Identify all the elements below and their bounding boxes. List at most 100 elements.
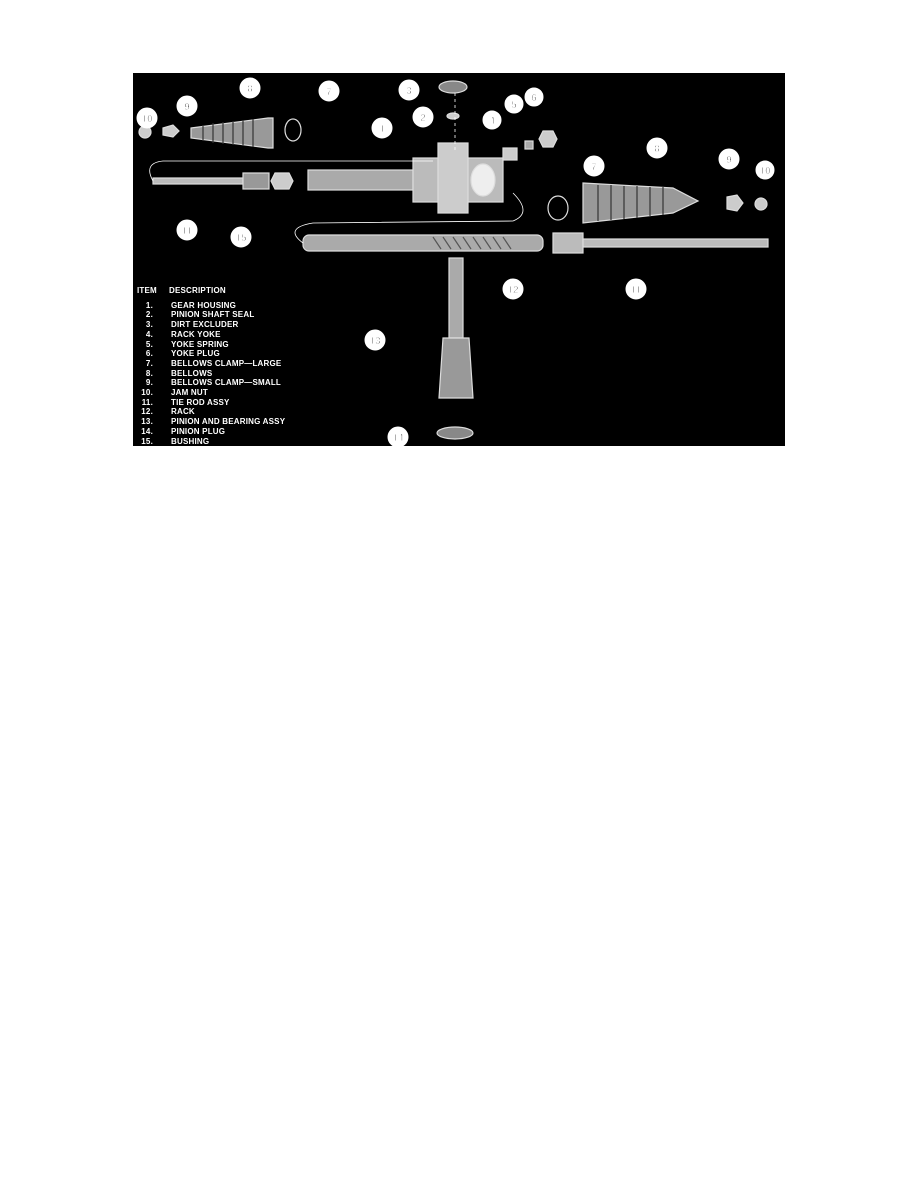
parts-legend: ITEM DESCRIPTION 1. GEAR HOUSING 2. PINION … (137, 286, 285, 446)
callout-13: 13 (364, 329, 386, 351)
callout-5: 5 (504, 94, 524, 114)
legend-header-description: DESCRIPTION (169, 286, 226, 295)
tie-rod-left (152, 177, 244, 185)
legend-item-number: 11. (141, 397, 153, 407)
legend-row: 10. JAM NUT (137, 388, 285, 398)
legend-row: 9. BELLOWS CLAMP—SMALL (137, 378, 285, 388)
tie-rod-right (582, 238, 769, 248)
svg-text:1: 1 (379, 124, 385, 135)
svg-text:11: 11 (182, 226, 193, 237)
callout-4: 4 (482, 110, 502, 130)
legend-row: 8. BELLOWS (137, 369, 285, 379)
legend-row: 3. DIRT EXCLUDER (137, 320, 285, 330)
svg-text:8: 8 (247, 84, 253, 95)
svg-text:12: 12 (507, 285, 519, 296)
callouts: 10 9 8 7 3 2 1 4 5 6 11 15 12 7 8 9 10 1… (136, 77, 775, 446)
legend-row: 13. PINION AND BEARING ASSY (137, 417, 285, 427)
callout-11-left: 11 (176, 219, 198, 241)
legend-item-description: DIRT EXCLUDER (171, 320, 239, 330)
svg-text:7: 7 (591, 162, 597, 173)
legend-row: 15. BUSHING (137, 437, 285, 446)
legend-row: 14. PINION PLUG (137, 427, 285, 437)
legend-row: 1. GEAR HOUSING (137, 301, 285, 311)
legend-row: 7. BELLOWS CLAMP—LARGE (137, 359, 285, 369)
legend-item-description: RACK YOKE (171, 329, 221, 339)
legend-item-description: BUSHING (171, 436, 210, 446)
callout-10: 10 (136, 107, 158, 129)
svg-text:10: 10 (759, 166, 771, 177)
legend-item-number: 6. (145, 349, 153, 359)
svg-text:2: 2 (420, 113, 426, 124)
gear-housing-tube (307, 169, 414, 191)
legend-item-description: YOKE SPRING (171, 339, 229, 349)
callout-11-right: 11 (625, 278, 647, 300)
svg-text:11: 11 (631, 285, 642, 296)
pinion-gear (438, 337, 474, 399)
legend-item-description: GEAR HOUSING (171, 300, 237, 310)
svg-text:6: 6 (531, 93, 537, 104)
legend-item-number: 1. (145, 300, 153, 310)
legend-row: 6. YOKE PLUG (137, 349, 285, 359)
callout-7: 7 (318, 80, 340, 102)
legend-item-number: 9. (145, 378, 153, 388)
pinion-plug (436, 426, 474, 440)
legend-header: ITEM DESCRIPTION (137, 286, 285, 296)
legend-row: 2. PINION SHAFT SEAL (137, 310, 285, 320)
legend-item-description: BELLOWS CLAMP—SMALL (171, 378, 282, 388)
svg-text:14: 14 (392, 433, 404, 444)
callout-6: 6 (524, 87, 544, 107)
svg-text:13: 13 (369, 336, 381, 347)
tie-rod-inner-left (242, 172, 270, 190)
legend-item-number: 8. (145, 368, 153, 378)
callout-8-right: 8 (646, 137, 668, 159)
legend-row: 4. RACK YOKE (137, 330, 285, 340)
pinion-shaft (448, 257, 464, 339)
legend-item-description: PINION AND BEARING ASSY (171, 417, 286, 427)
legend-header-item: ITEM (137, 286, 157, 295)
callout-12: 12 (502, 278, 524, 300)
legend-item-description: PINION PLUG (171, 426, 226, 436)
legend-item-number: 2. (145, 310, 153, 320)
callout-1: 1 (371, 117, 393, 139)
bellows-right (582, 182, 700, 224)
svg-text:3: 3 (406, 86, 412, 97)
svg-text:7: 7 (326, 87, 332, 98)
legend-row: 11. TIE ROD ASSY (137, 398, 285, 408)
legend-item-description: BELLOWS (171, 368, 213, 378)
diagram-drawing: 10 9 8 7 3 2 1 4 5 6 11 15 12 7 8 9 10 1… (136, 77, 775, 446)
legend-item-number: 5. (145, 339, 153, 349)
legend-item-description: BELLOWS CLAMP—LARGE (171, 358, 282, 368)
tie-rod-inner-right (552, 232, 584, 254)
svg-text:9: 9 (726, 155, 732, 166)
legend-item-number: 3. (145, 320, 153, 330)
svg-text:9: 9 (184, 102, 190, 113)
legend-item-description: PINION SHAFT SEAL (171, 310, 255, 320)
callout-9-right: 9 (718, 148, 740, 170)
callout-2: 2 (412, 106, 434, 128)
legend-item-number: 15. (141, 436, 153, 446)
callout-3: 3 (398, 79, 420, 101)
legend-row: 12. RACK (137, 407, 285, 417)
svg-text:10: 10 (141, 114, 153, 125)
legend-item-number: 12. (141, 407, 153, 417)
callout-15: 15 (230, 226, 252, 248)
legend-item-description: TIE ROD ASSY (171, 397, 230, 407)
bushing (270, 172, 294, 190)
legend-row: 5. YOKE SPRING (137, 340, 285, 350)
legend-item-description: YOKE PLUG (171, 349, 220, 359)
legend-item-number: 4. (145, 329, 153, 339)
callout-14: 14 (387, 426, 409, 446)
legend-item-description: RACK (171, 407, 195, 417)
legend-item-number: 14. (141, 426, 153, 436)
legend-item-description: JAM NUT (171, 388, 208, 398)
svg-text:5: 5 (511, 100, 517, 111)
callout-9: 9 (176, 95, 198, 117)
legend-item-number: 7. (145, 358, 153, 368)
svg-text:4: 4 (489, 116, 495, 127)
legend-item-number: 10. (141, 388, 153, 398)
callout-10-right: 10 (755, 160, 775, 180)
steering-gear-exploded-diagram: 10 9 8 7 3 2 1 4 5 6 11 15 12 7 8 9 10 1… (133, 73, 785, 446)
callout-8: 8 (239, 77, 261, 99)
svg-text:8: 8 (654, 144, 660, 155)
legend-item-number: 13. (141, 417, 153, 427)
